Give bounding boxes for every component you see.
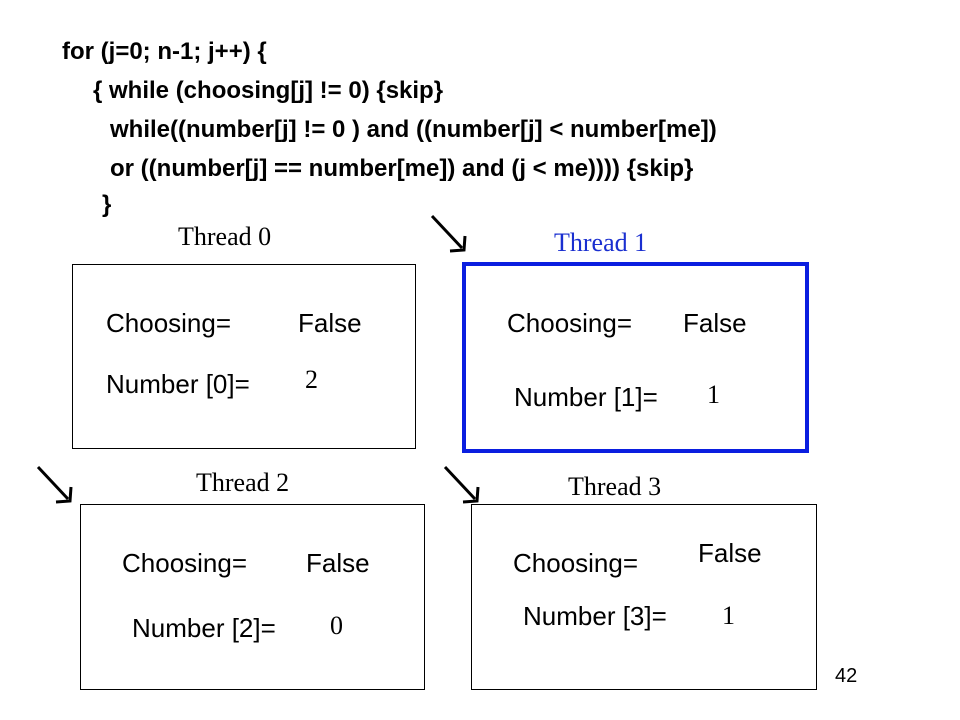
thread-2-number-value: 0 [330,611,343,640]
thread-3-choosing-label: Choosing= [513,548,639,578]
thread-1-box [462,262,809,453]
thread-0-number-value: 2 [305,365,318,394]
thread-3-box [471,504,817,690]
thread-1-choosing-value: False [683,308,747,338]
thread-3-title: Thread 3 [568,472,662,501]
thread-0-choosing-label: Choosing= [106,308,232,338]
thread-2-choosing-value: False [306,548,370,578]
thread-1-title: Thread 1 [554,228,648,257]
code-line-4: or ((number[j] == number[me]) and (j < m… [110,155,694,182]
code-block: for (j=0; n-1; j++) { { while (choosing[… [0,0,960,230]
arrow-down-right-icon [443,465,480,504]
thread-2-title: Thread 2 [196,468,290,497]
thread-0-choosing-value: False [298,308,362,338]
code-line-3: while((number[j] != 0 ) and ((number[j] … [110,116,717,143]
code-line-2: { while (choosing[j] != 0) {skip} [93,77,444,104]
thread-0-number-label: Number [0]= [106,369,250,399]
thread-0-title: Thread 0 [178,222,272,251]
thread-2-choosing-label: Choosing= [122,548,248,578]
arrow-down-right-icon [430,214,467,253]
code-line-1: for (j=0; n-1; j++) { [62,38,267,65]
thread-2-number-label: Number [2]= [132,613,276,643]
thread-0-box [72,264,416,449]
thread-1-number-label: Number [1]= [514,382,658,412]
arrow-down-right-icon [36,465,73,504]
thread-2-box [80,504,425,690]
thread-1-number-value: 1 [707,380,720,409]
thread-3-number-label: Number [3]= [523,601,667,631]
thread-1-choosing-label: Choosing= [507,308,633,338]
thread-3-choosing-value: False [698,538,762,568]
page-number: 42 [835,665,858,687]
thread-3-number-value: 1 [722,601,735,630]
code-line-5: } [102,191,112,218]
